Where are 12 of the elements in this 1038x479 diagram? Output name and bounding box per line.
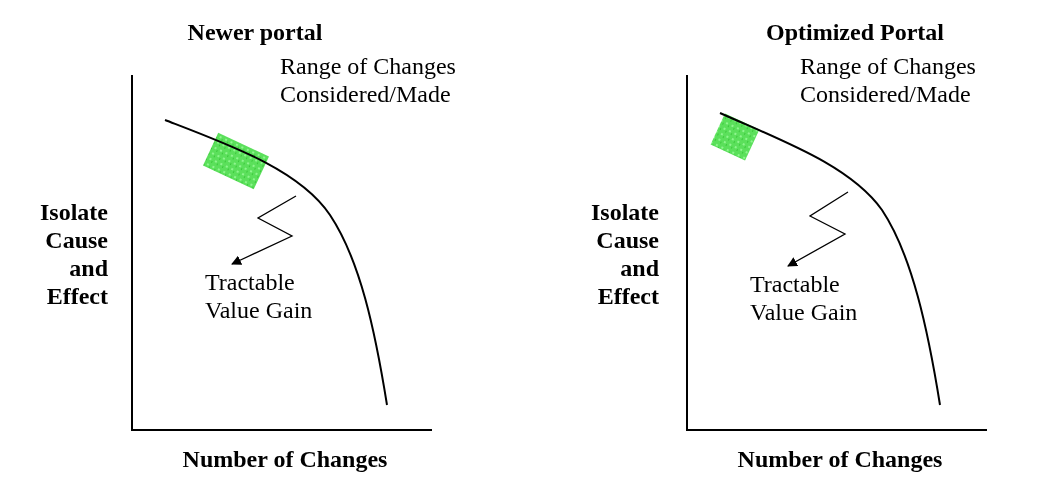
axis-label: Number of Changes [181,445,389,473]
callout-text: Range of Changes Considered/Made [280,52,457,108]
callout-text: Range of Changes Considered/Made [800,52,977,108]
chart-title: Newer portal [186,18,324,46]
callout-text: Tractable Value Gain [205,268,314,324]
lightning-arrow [231,195,297,265]
callout-text: Tractable Value Gain [750,270,859,326]
chart-title: Optimized Portal [765,18,945,46]
axis-label: Number of Changes [736,445,944,473]
lightning-arrow [787,191,849,267]
axis-label: Isolate Cause and Effect [590,198,659,310]
axis-label: Isolate Cause and Effect [39,198,108,310]
